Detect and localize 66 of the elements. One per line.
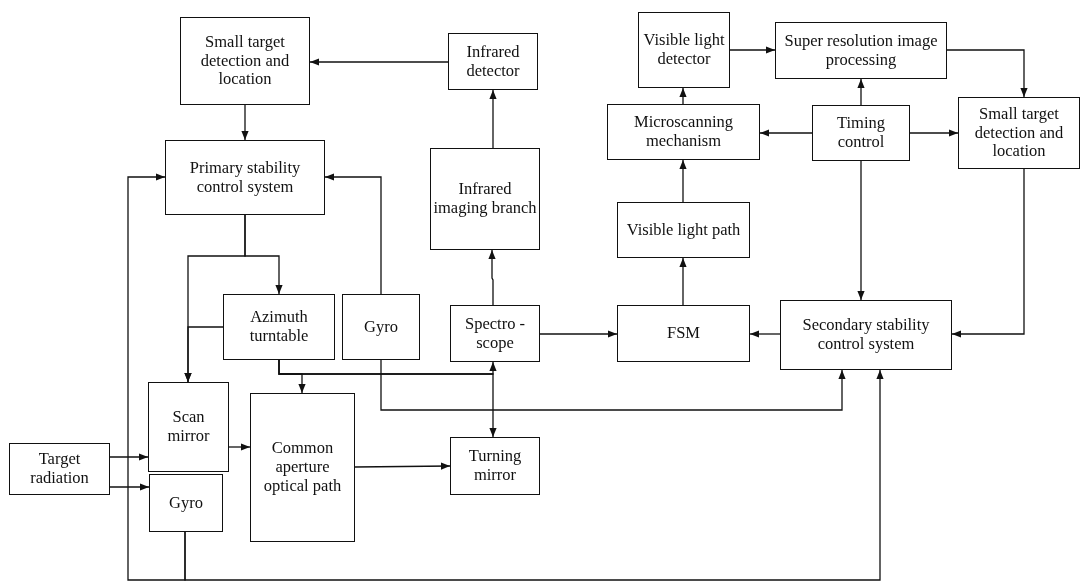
process-box: [448, 33, 538, 90]
process-box: [342, 294, 420, 360]
arrow: [759, 129, 813, 137]
box-label: Scan mirror: [166, 408, 211, 446]
arrow: [679, 159, 687, 203]
arrow: [488, 249, 496, 306]
arrow: [241, 104, 249, 141]
process-box: [958, 97, 1080, 169]
process-box: [165, 140, 325, 215]
box-label: Visible light path: [626, 220, 741, 240]
arrow: [857, 160, 865, 301]
box-label: Secondary stability control system: [801, 316, 931, 354]
process-box: [617, 202, 750, 258]
process-box: [148, 382, 229, 472]
process-box: [775, 22, 947, 79]
process-box: [180, 17, 310, 105]
arrow: [857, 78, 865, 106]
process-box: [9, 443, 110, 495]
box-label: FSM: [667, 324, 700, 343]
box-label: Turning mirror: [467, 447, 523, 485]
box-label: Microscanning mechanism: [633, 113, 734, 151]
box-label: Small target detection and location: [199, 32, 291, 90]
box-label: Visible light detector: [642, 31, 726, 69]
process-box: [250, 393, 355, 542]
process-box: [812, 105, 910, 161]
arrow: [729, 46, 776, 54]
arrow: [354, 462, 451, 470]
arrow: [679, 87, 687, 105]
box-label: Super resolution image processing: [783, 31, 939, 70]
box-label: Primary stability control system: [188, 158, 302, 197]
arrow: [309, 58, 449, 66]
arrow: [946, 49, 1028, 98]
arrow: [127, 173, 186, 581]
process-box: [607, 104, 760, 160]
arrow: [109, 453, 149, 461]
arrow: [380, 359, 846, 411]
process-box: [450, 437, 540, 495]
process-box: [223, 294, 335, 360]
box-label: Gyro: [169, 493, 203, 513]
box-label: Azimuth turntable: [248, 308, 310, 346]
arrow: [184, 369, 884, 581]
box-label: Spectro -scope: [464, 314, 526, 353]
process-box: [617, 305, 750, 362]
arrow: [278, 359, 497, 438]
arrow: [109, 483, 150, 491]
arrow: [228, 443, 251, 451]
process-box: [450, 305, 540, 362]
arrow: [951, 168, 1025, 338]
box-label: Small target detection and location: [973, 104, 1065, 162]
process-box: [638, 12, 730, 88]
box-label: Infrared imaging branch: [433, 180, 537, 218]
arrow: [749, 330, 781, 338]
arrow: [539, 330, 618, 338]
arrow: [489, 89, 497, 149]
arrow: [184, 326, 224, 383]
arrow: [324, 173, 382, 295]
box-label: Gyro: [364, 317, 398, 337]
process-box: [780, 300, 952, 370]
process-box: [149, 474, 223, 532]
box-label: Infrared detector: [465, 42, 521, 81]
arrow: [909, 129, 959, 137]
box-label: Common aperture optical path: [262, 439, 343, 496]
box-label: Target radiation: [29, 450, 90, 488]
process-box: [430, 148, 540, 250]
box-label: Timing control: [836, 114, 886, 152]
arrow: [679, 257, 687, 306]
